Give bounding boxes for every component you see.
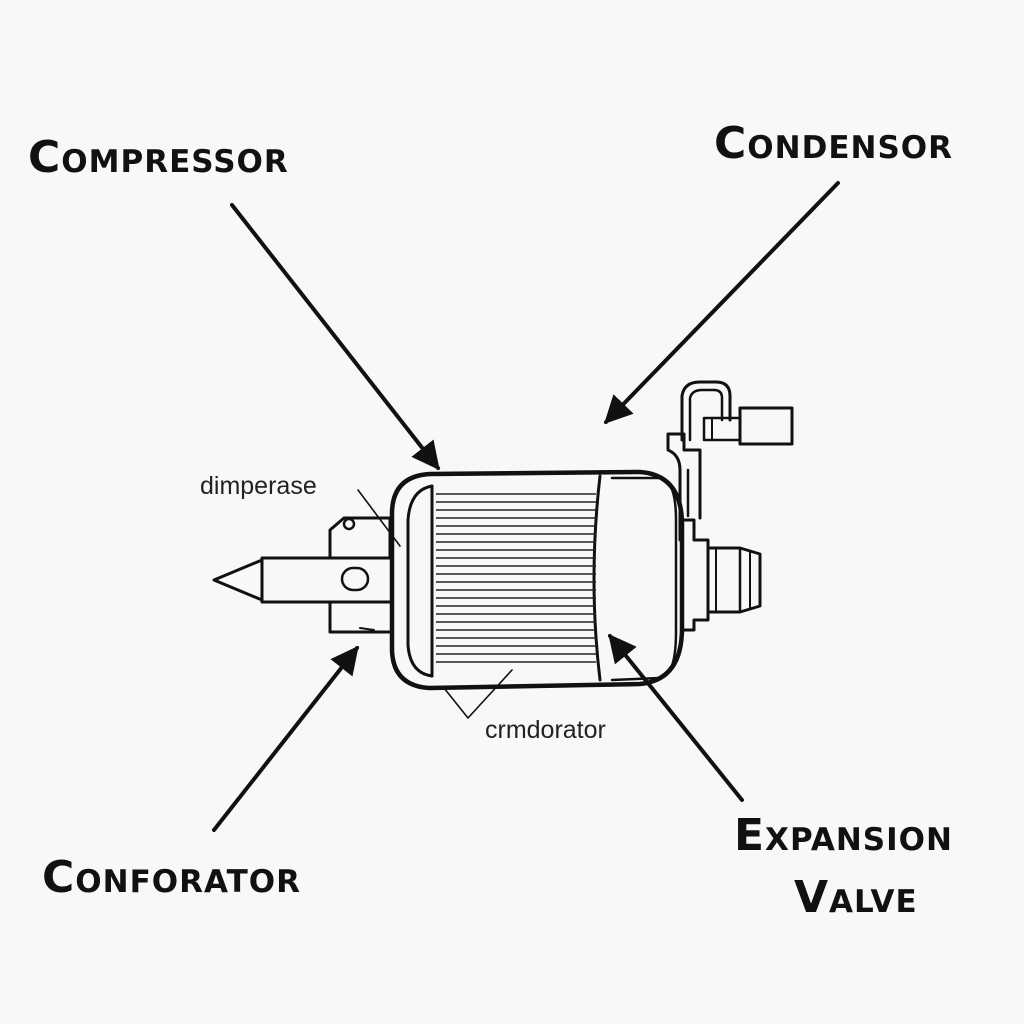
compressor-body [389, 469, 685, 691]
cooling-fins [436, 493, 596, 663]
arrow-compressor [230, 203, 440, 471]
pipe-assembly [666, 432, 702, 542]
front-ring [406, 484, 434, 678]
shaft-slot [340, 566, 370, 592]
label-expansion-valve-line1: Expansion [734, 810, 953, 861]
label-dimperase: dimperase [200, 472, 317, 500]
outlet-fitting [680, 518, 710, 632]
label-crmdorator: crmdorator [485, 716, 606, 744]
arrow-expansion-valve [608, 633, 744, 802]
rear-cap [592, 474, 602, 682]
pipe-connector [702, 416, 742, 442]
valve-box [738, 406, 794, 446]
pipe-loop [680, 380, 732, 442]
compressor-machine [212, 380, 794, 691]
arrow-conforator [212, 645, 359, 832]
label-expansion-valve-line2: Valve [794, 872, 918, 923]
label-condensor: Condensor [714, 118, 953, 169]
bolt-icon [342, 517, 356, 531]
label-compressor: Compressor [28, 132, 289, 183]
shaft [260, 556, 394, 604]
shaft-tip [212, 558, 264, 602]
mount-bracket-top [328, 516, 392, 558]
arrow-condensor [604, 181, 840, 425]
leader-crmdorator [443, 669, 513, 719]
label-conforator: Conforator [42, 852, 301, 903]
outlet-nozzle [706, 546, 762, 614]
